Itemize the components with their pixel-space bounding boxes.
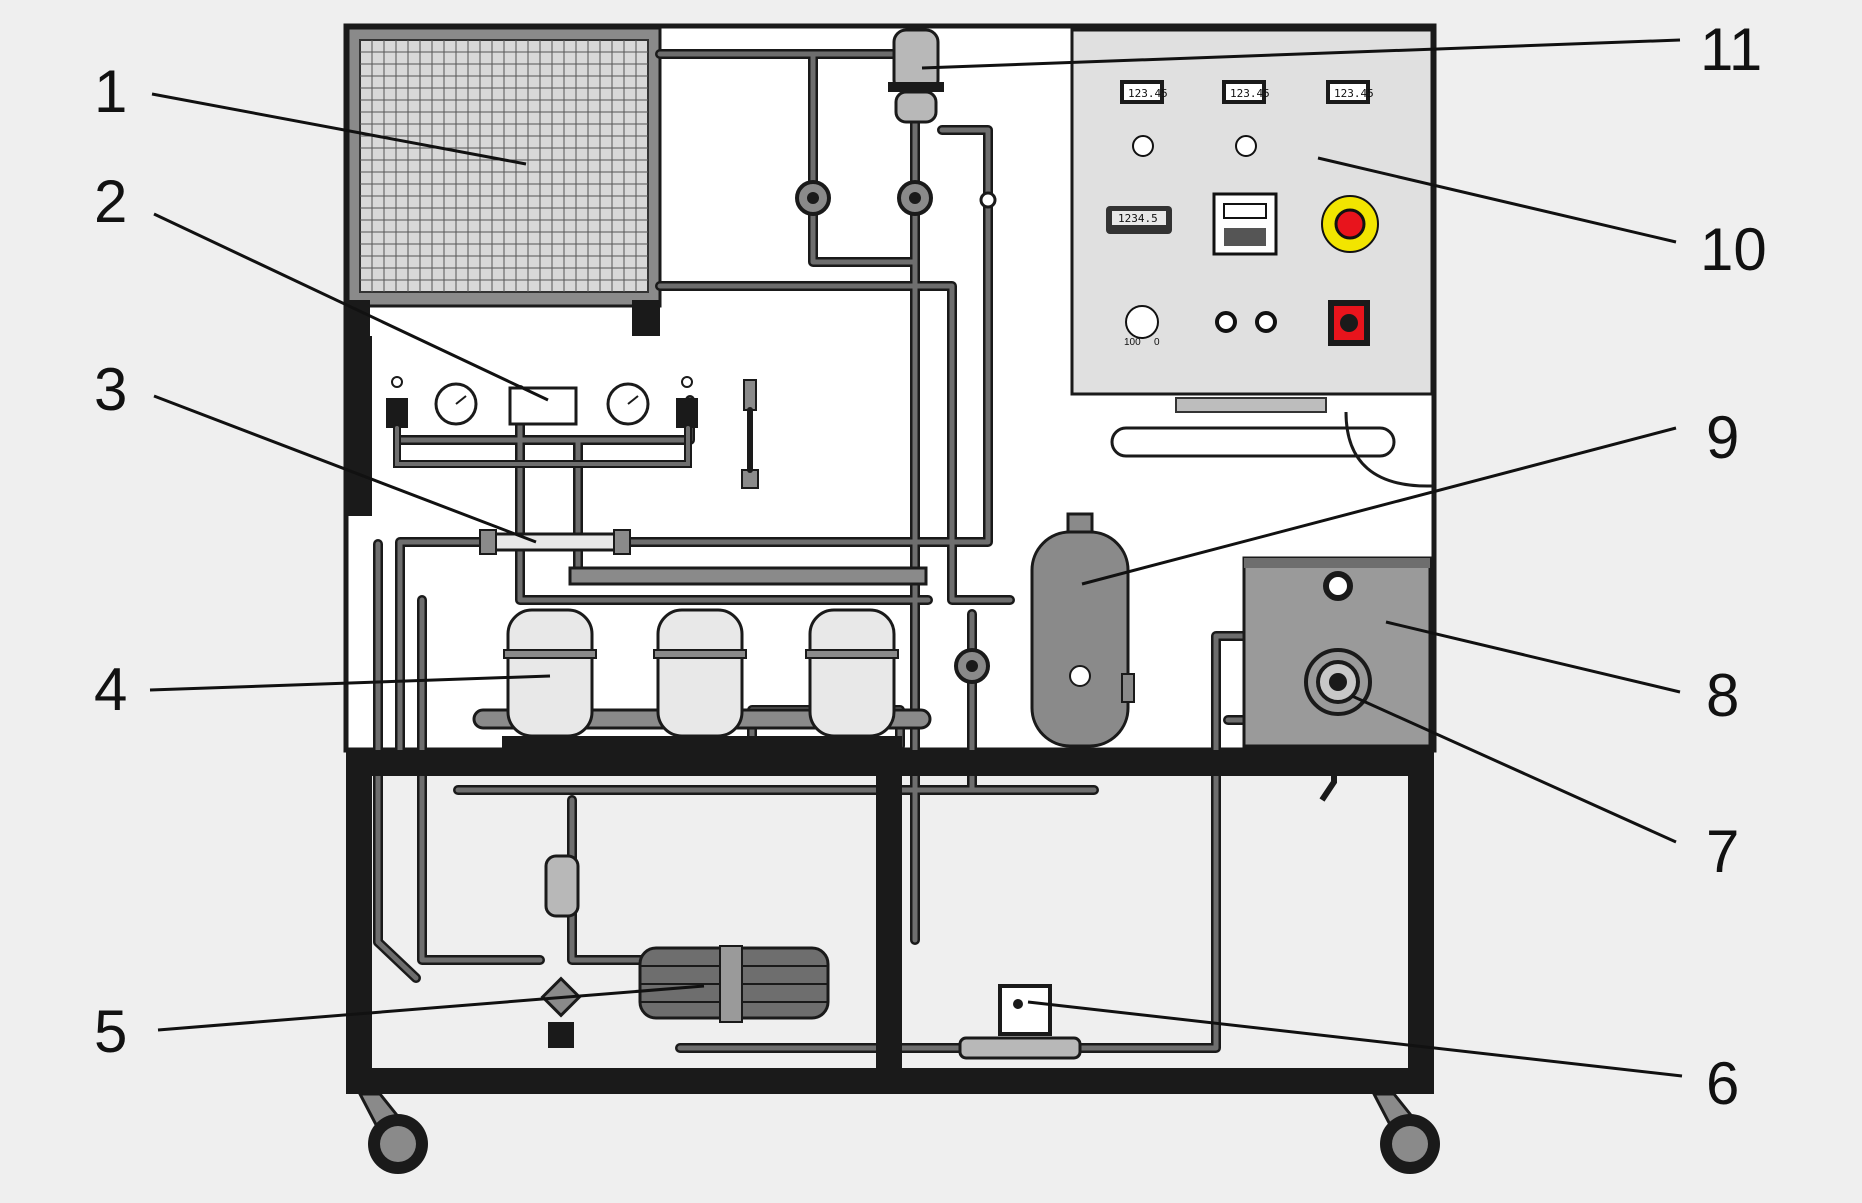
indicator-lamp-1 (1215, 311, 1237, 333)
pump-outlet (1304, 648, 1372, 716)
pressure-switch-right (676, 376, 698, 428)
compressor-3 (805, 608, 899, 738)
callout-7: 7 (1706, 818, 1739, 885)
stop-button-red[interactable] (1334, 208, 1366, 240)
leader-line-1 (151, 92, 527, 166)
suction-manifold (568, 566, 928, 586)
process-controller[interactable] (1212, 192, 1278, 256)
heat-exchanger (479, 529, 631, 555)
display-1-value: 123.45 (1128, 87, 1168, 100)
pressure-switch-left (386, 376, 408, 428)
compressor-base (502, 736, 902, 750)
cable-tray (1110, 397, 1433, 488)
control-panel: 123.45 123.45 123.45 1234.5 (1070, 28, 1434, 396)
indicator-lamp-2 (1255, 311, 1277, 333)
leader-lines (149, 38, 1683, 1078)
callout-9: 9 (1706, 404, 1739, 471)
hour-counter: 1234.5 (1106, 206, 1172, 234)
emergency-stop-button[interactable] (1321, 195, 1379, 253)
callout-4: 4 (94, 656, 127, 723)
leader-line-4 (149, 674, 551, 692)
service-valve-1[interactable] (795, 180, 831, 216)
callout-labels: 1 2 3 4 5 6 7 8 9 10 11 (94, 16, 1767, 1117)
selector-switch-1[interactable] (1132, 135, 1154, 157)
sight-glass-indicator (979, 191, 997, 209)
digital-display-3: 123.45 (1326, 80, 1374, 104)
callout-3: 3 (94, 356, 127, 423)
display-3-value: 123.45 (1334, 87, 1374, 100)
dial-max-label: 100 (1124, 337, 1141, 348)
leader-line-7 (1351, 694, 1677, 844)
leader-line-2 (153, 212, 549, 402)
water-cooled-condenser (638, 945, 830, 1023)
leader-line-10 (1317, 156, 1677, 244)
filter-drier (888, 28, 944, 124)
digital-display-2: 123.45 (1222, 80, 1270, 104)
condenser-mesh (360, 40, 648, 292)
digital-display-1: 123.45 (1120, 80, 1168, 104)
expansion-valve[interactable] (540, 976, 582, 1048)
filter-drier-lower (544, 854, 580, 918)
callout-1: 1 (94, 58, 127, 125)
air-condenser (346, 26, 662, 516)
display-2-value: 123.45 (1230, 87, 1270, 100)
leader-line-3 (153, 394, 537, 544)
dial-min-label: 0 (1154, 337, 1160, 348)
water-flow-meter (958, 984, 1082, 1060)
leader-line-8 (1385, 620, 1681, 694)
service-valve-3[interactable] (954, 648, 990, 684)
callout-11: 11 (1700, 16, 1762, 83)
callout-10: 10 (1700, 216, 1767, 283)
castor-left (357, 1092, 428, 1174)
potentiometer-dial[interactable]: 100 0 (1124, 305, 1160, 348)
leader-line-11 (921, 38, 1681, 70)
callout-8: 8 (1706, 662, 1739, 729)
callout-6: 6 (1706, 1050, 1739, 1117)
castor-right (1371, 1092, 1440, 1174)
leader-line-6 (1027, 1000, 1683, 1078)
counter-value: 1234.5 (1118, 212, 1158, 225)
compressor-2 (653, 608, 747, 738)
selector-switch-2[interactable] (1235, 135, 1257, 157)
pressure-gauge-right (606, 382, 650, 426)
compressor-1 (503, 608, 597, 738)
callout-2: 2 (94, 168, 127, 235)
callout-5: 5 (94, 998, 127, 1065)
liquid-receiver (1030, 512, 1135, 748)
service-valve-2[interactable] (897, 180, 933, 216)
leader-line-5 (157, 984, 705, 1032)
main-switch[interactable] (1328, 300, 1370, 346)
pressure-gauge-left (434, 382, 478, 426)
leader-line-9 (1081, 426, 1677, 586)
gauge-lines (393, 407, 753, 473)
stand-frame (346, 750, 1434, 1094)
pressure-controller-box (508, 386, 578, 426)
